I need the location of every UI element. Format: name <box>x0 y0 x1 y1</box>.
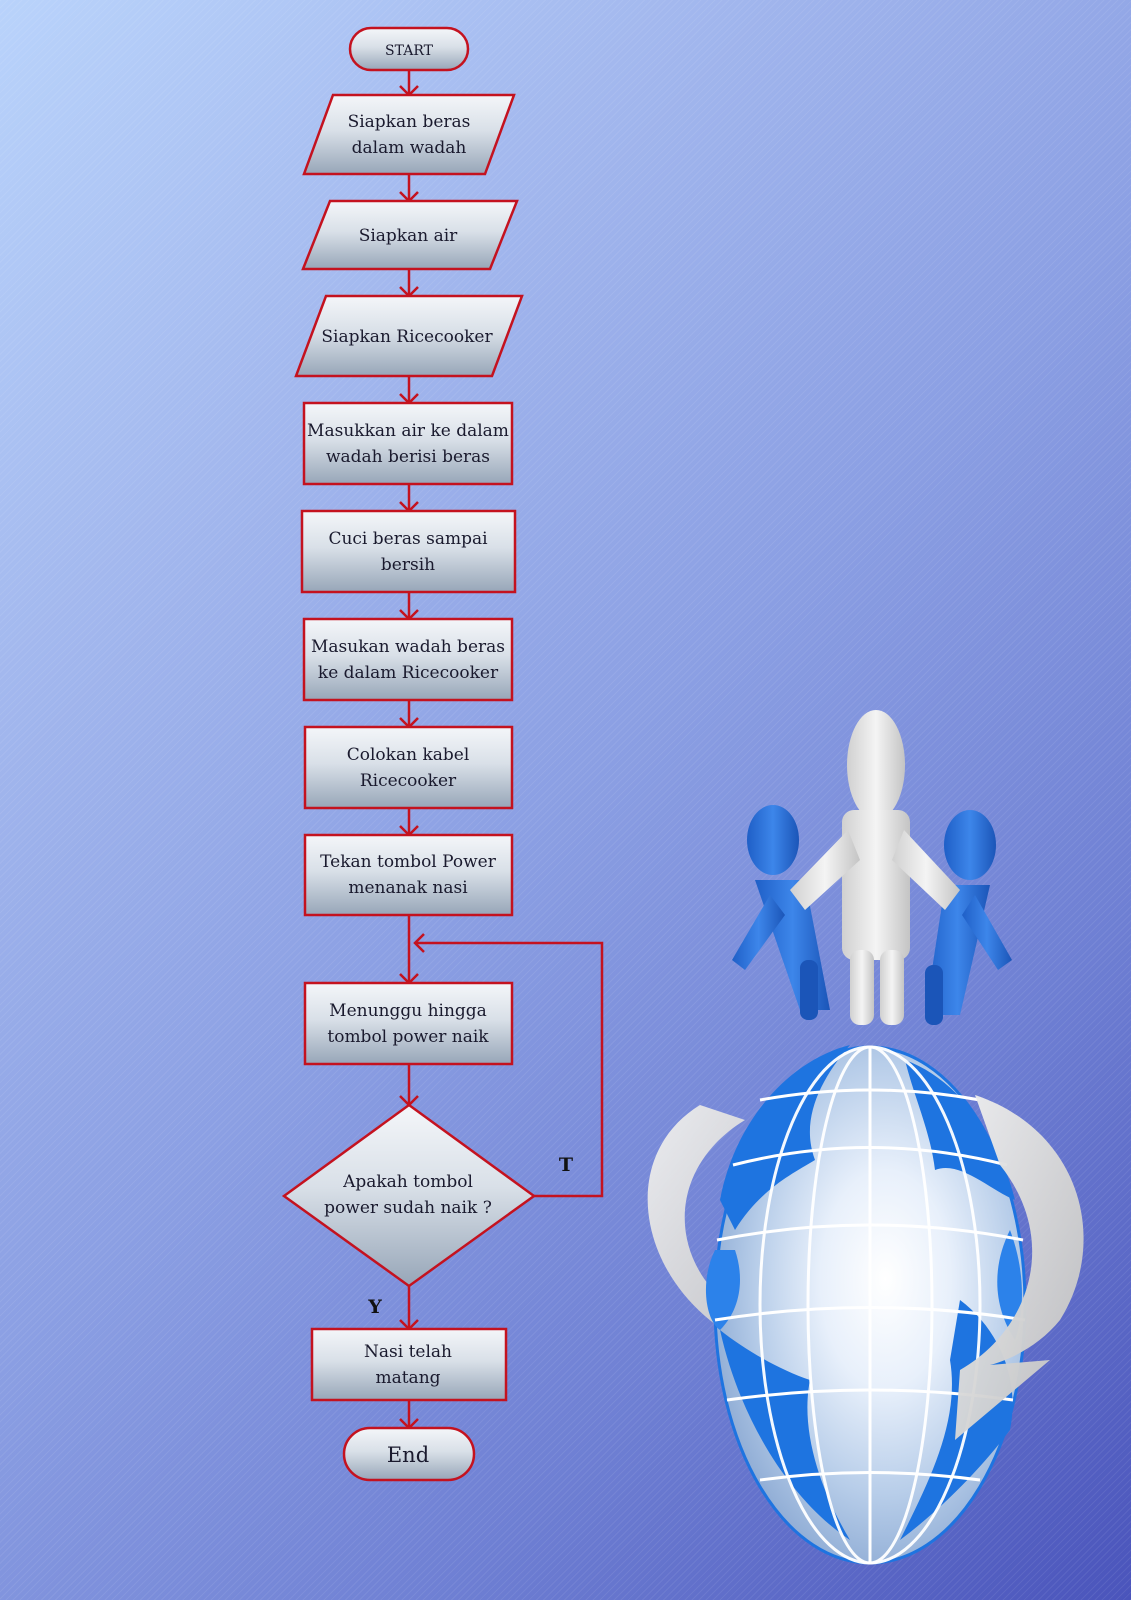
decision-line-2: power sudah naik ? <box>324 1198 492 1218</box>
globe-with-people-icon <box>647 710 1084 1565</box>
input-water-label: Siapkan air <box>359 226 458 246</box>
process-wash-line-1: Cuci beras sampai <box>328 529 488 549</box>
terminal-start-label: START <box>385 43 434 59</box>
process-done-line-1: Nasi telah <box>364 1342 452 1362</box>
process-done-line-2: matang <box>375 1368 440 1388</box>
process-wait-line-2: tombol power naik <box>327 1027 489 1047</box>
terminal-end: End <box>342 1426 476 1482</box>
arrowhead <box>413 933 425 953</box>
decision-line-1: Apakah tombol <box>342 1172 473 1192</box>
process-plug-line-1: Colokan kabel <box>347 745 470 765</box>
process-press-line-2: menanak nasi <box>348 878 468 898</box>
process-pour-water-line-1: Masukkan air ke dalam <box>307 421 509 441</box>
process-insert-line-1: Masukan wadah beras <box>311 637 505 657</box>
input-water: Siapkan air <box>301 199 519 271</box>
process-wait-line-1: Menunggu hingga <box>329 1001 487 1021</box>
process-press: Tekan tombol Power menanak nasi <box>303 833 514 917</box>
process-insert-line-2: ke dalam Ricecooker <box>318 663 499 683</box>
branch-label-yes: Y <box>367 1296 382 1318</box>
input-ricecooker-label: Siapkan Ricecooker <box>321 327 493 347</box>
branch-label-no: T <box>559 1154 573 1176</box>
process-plug: Colokan kabel Ricecooker <box>303 725 514 810</box>
process-insert: Masukan wadah beras ke dalam Ricecooker <box>302 617 514 702</box>
process-pour-water-line-2: wadah berisi beras <box>326 447 490 467</box>
input-rice: Siapkan beras dalam wadah <box>302 93 516 176</box>
process-done: Nasi telah matang <box>310 1327 508 1402</box>
input-rice-line-1: Siapkan beras <box>348 112 471 132</box>
input-rice-line-2: dalam wadah <box>352 138 467 158</box>
process-wait: Menunggu hingga tombol power naik <box>303 981 514 1066</box>
terminal-end-label: End <box>387 1443 429 1467</box>
decision-power-up: Apakah tombol power sudah naik ? <box>281 1103 537 1288</box>
process-wash: Cuci beras sampai bersih <box>300 509 517 594</box>
terminal-start: START <box>348 26 470 72</box>
process-plug-line-2: Ricecooker <box>360 771 457 791</box>
process-pour-water: Masukkan air ke dalam wadah berisi beras <box>302 401 514 486</box>
process-wash-line-2: bersih <box>381 555 435 575</box>
input-ricecooker: Siapkan Ricecooker <box>294 294 524 378</box>
connector-decision-loop-back <box>415 941 604 1198</box>
process-press-line-1: Tekan tombol Power <box>320 852 497 872</box>
